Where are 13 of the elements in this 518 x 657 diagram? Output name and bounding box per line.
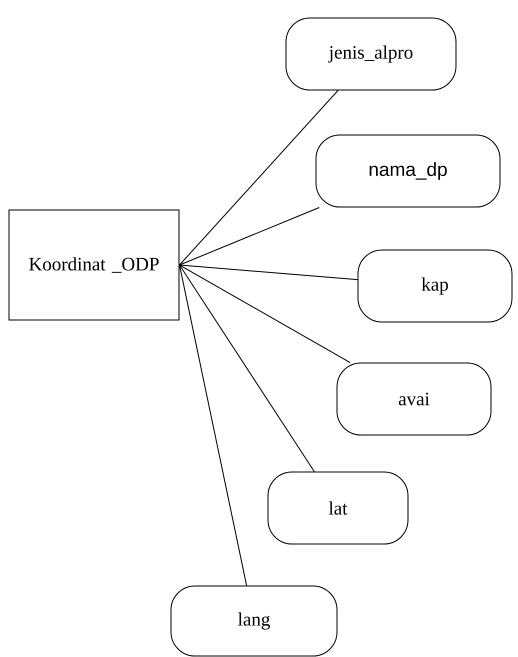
attribute-box: nama_dp xyxy=(316,134,500,208)
attribute-box: lat xyxy=(268,472,408,544)
connector-line xyxy=(179,207,320,266)
connector-line xyxy=(179,264,351,363)
entity-box: Koordinat _ODP xyxy=(8,210,180,320)
connector-line xyxy=(179,264,248,586)
attribute-box: kap xyxy=(358,250,512,322)
attribute-box: jenis_alpro xyxy=(286,18,456,90)
attribute-box: avai xyxy=(336,362,492,436)
attribute-box: lang xyxy=(170,586,338,656)
connector-line xyxy=(179,90,338,266)
connector-line xyxy=(179,264,315,472)
connector-line xyxy=(179,264,358,280)
